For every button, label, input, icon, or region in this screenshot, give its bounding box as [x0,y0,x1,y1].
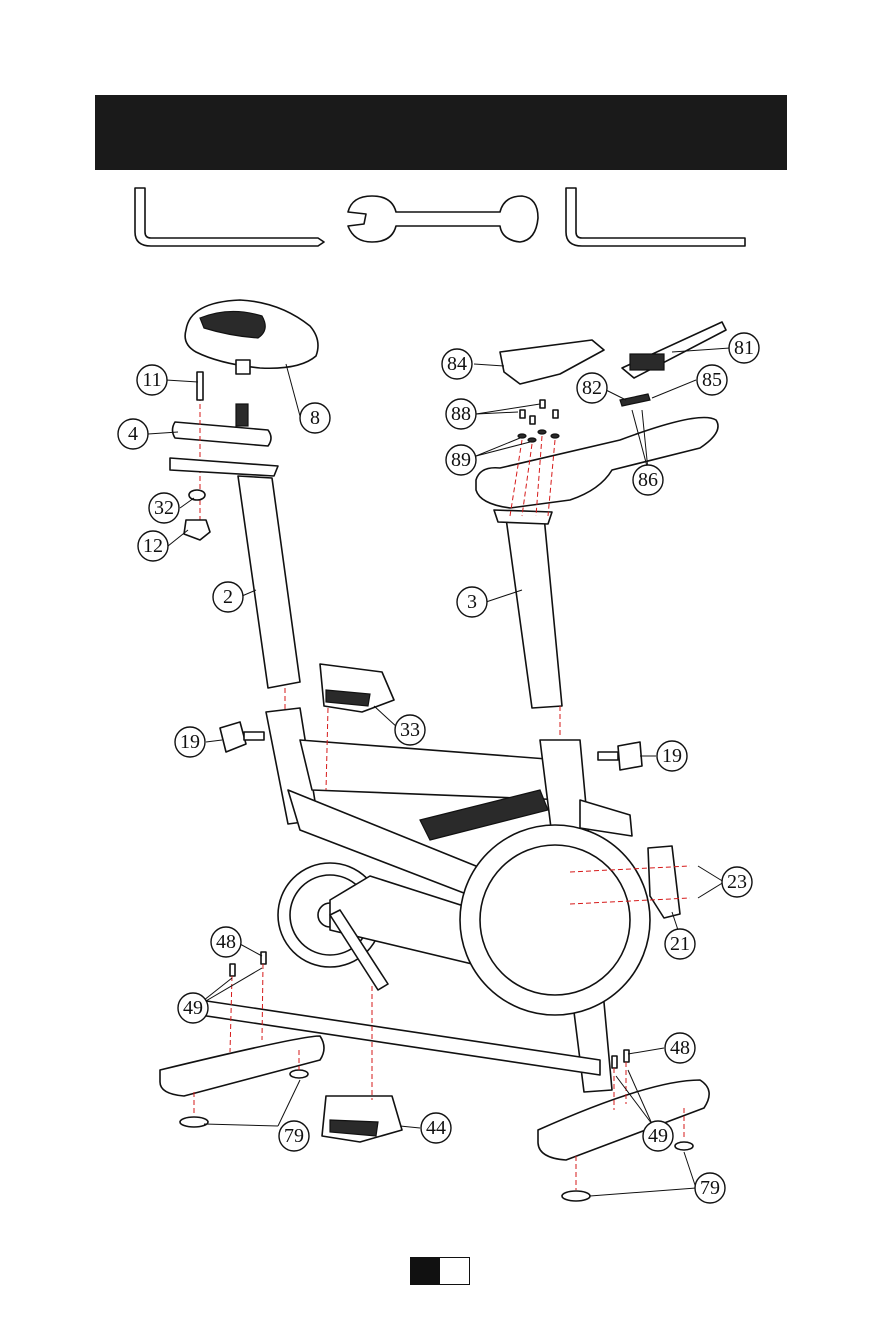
screws-88 [520,400,558,424]
callout-12: 12 [138,531,168,561]
svg-text:49: 49 [183,997,203,1019]
callout-11: 11 [137,365,167,395]
svg-text:11: 11 [142,369,161,391]
svg-text:12: 12 [143,535,163,557]
allen-key-icon [566,188,745,246]
svg-text:82: 82 [582,377,602,399]
handlebar-post-part [494,510,562,708]
callout-79-left: 79 [279,1121,309,1151]
svg-text:33: 33 [400,719,420,741]
callout-8: 8 [300,403,330,433]
callout-49-left: 49 [178,993,208,1023]
svg-text:85: 85 [702,369,722,391]
washers-89 [518,430,559,442]
allen-key-icon [135,188,324,246]
svg-text:19: 19 [180,731,200,753]
callout-48-left: 48 [211,927,241,957]
handlebar-knob-part [598,742,642,770]
callout-82: 82 [577,373,607,403]
svg-text:3: 3 [467,591,477,613]
callout-19-left: 19 [175,727,205,757]
svg-text:4: 4 [128,423,138,445]
handlebar-part [476,418,718,509]
callout-86: 86 [633,465,663,495]
console-plate-part [620,394,650,406]
svg-text:48: 48 [216,931,236,953]
seat-post-part [170,458,300,688]
svg-text:89: 89 [451,449,471,471]
svg-text:79: 79 [284,1125,304,1147]
svg-text:21: 21 [670,933,690,955]
svg-text:86: 86 [638,469,658,491]
callout-3: 3 [457,587,487,617]
page-indicator-empty [440,1258,469,1284]
svg-text:88: 88 [451,403,471,425]
svg-text:48: 48 [670,1037,690,1059]
callout-33: 33 [395,715,425,745]
callout-4: 4 [118,419,148,449]
svg-text:23: 23 [727,871,747,893]
callout-81: 81 [729,333,759,363]
svg-text:49: 49 [648,1125,668,1147]
svg-text:8: 8 [310,407,320,429]
front-stabilizer-part [538,1080,709,1201]
page-indicator [410,1257,470,1285]
callout-44: 44 [421,1113,451,1143]
callout-49-right: 49 [643,1121,673,1151]
seat-slider-part [173,404,272,446]
pedal-left-part [322,1096,402,1142]
callout-89: 89 [446,445,476,475]
bottle-holder-part [648,846,680,918]
svg-text:19: 19 [662,745,682,767]
svg-text:84: 84 [447,353,467,375]
wrench-icon [348,196,538,242]
callout-19-right: 19 [657,741,687,771]
callout-21: 21 [665,929,695,959]
pedal-right-part [320,664,394,712]
saddle-part [185,300,318,374]
svg-text:2: 2 [223,586,233,608]
callout-88: 88 [446,399,476,429]
callout-84: 84 [442,349,472,379]
page-indicator-filled [411,1258,440,1284]
svg-text:32: 32 [154,497,174,519]
svg-text:81: 81 [734,337,754,359]
callout-2: 2 [213,582,243,612]
seat-knob-part [220,722,264,752]
callout-23: 23 [722,867,752,897]
callout-32: 32 [149,493,179,523]
callout-48-right: 48 [665,1033,695,1063]
callout-79-right: 79 [695,1173,725,1203]
svg-text:79: 79 [700,1177,720,1199]
svg-text:44: 44 [426,1117,446,1139]
bike-frame-part [200,708,650,1092]
callout-85: 85 [697,365,727,395]
